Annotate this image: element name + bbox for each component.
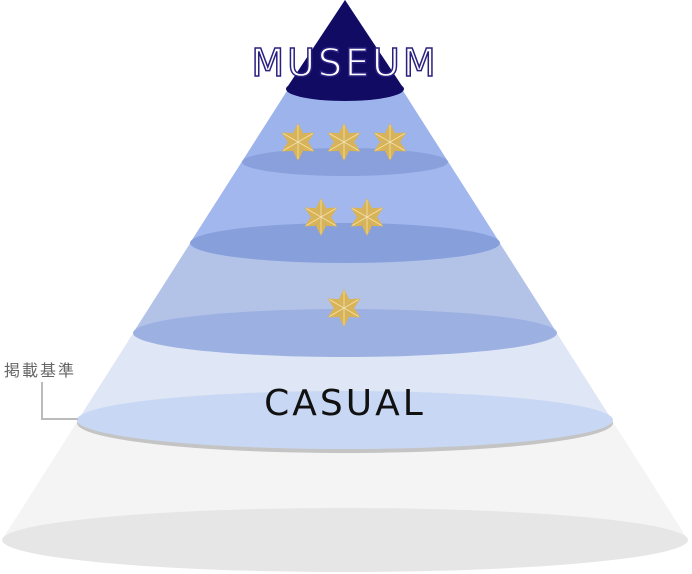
criteria-connector-line [41,382,78,420]
museum-label: MUSEUM [251,41,438,85]
level-museum [286,0,404,101]
casual-label: CASUAL [264,383,426,424]
criteria-label: 掲載基準 [4,361,77,380]
three-star-rating [278,122,410,162]
